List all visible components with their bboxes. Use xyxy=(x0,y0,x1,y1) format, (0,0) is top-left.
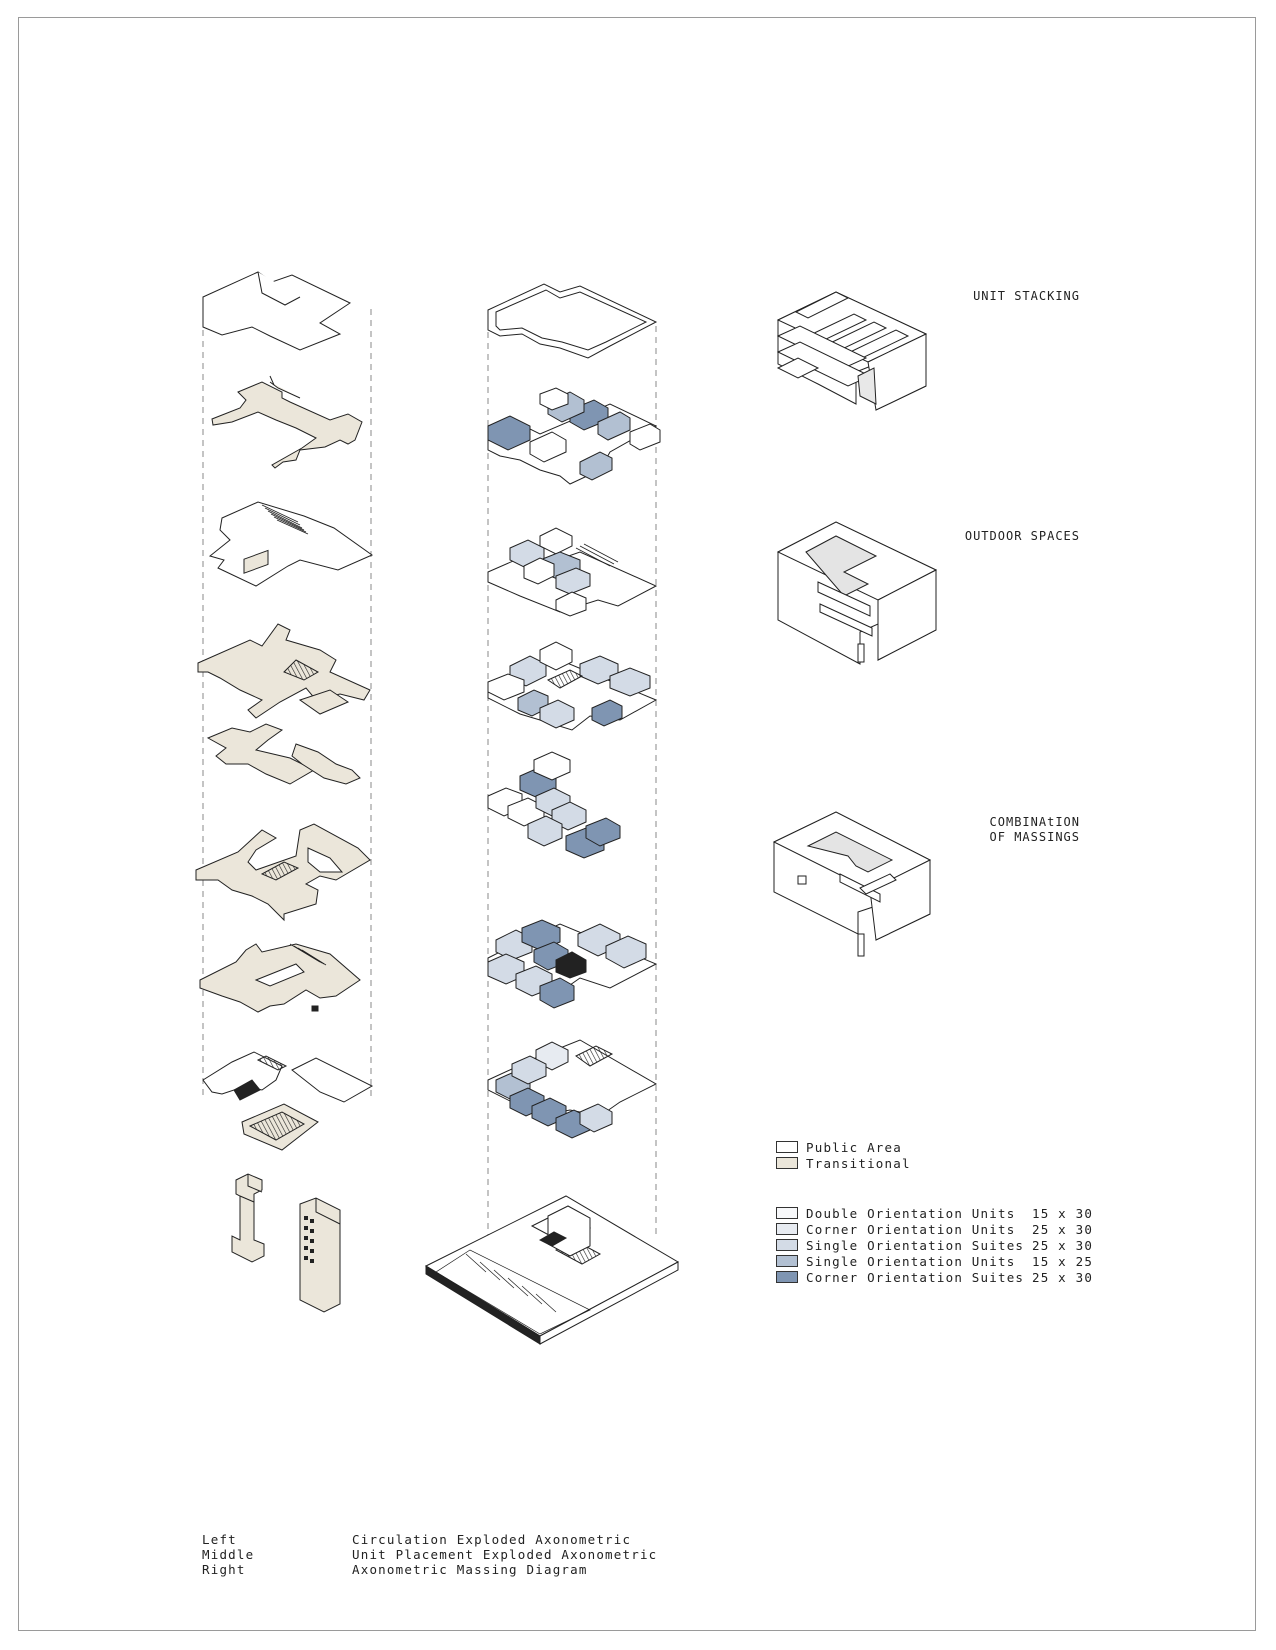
caption-key: Middle xyxy=(202,1547,255,1562)
legend-swatch xyxy=(776,1207,798,1219)
unit-placement-exploded-axonometric xyxy=(424,283,680,1345)
legend-label: Double Orientation Units xyxy=(806,1206,1016,1221)
legend-label: Public Area xyxy=(806,1140,902,1155)
legend-swatch xyxy=(776,1255,798,1267)
legend-item-double-orientation-units: Double Orientation Units 15 x 30 xyxy=(776,1206,1096,1222)
circulation-level-5 xyxy=(206,723,361,785)
legend-item-transitional: Transitional xyxy=(776,1156,1096,1172)
legend-label: Transitional xyxy=(806,1156,911,1171)
legend-item-corner-orientation-units: Corner Orientation Units 25 x 30 xyxy=(776,1222,1096,1238)
unit-level-3 xyxy=(487,1039,658,1139)
legend-label: Corner Orientation Suites xyxy=(806,1270,1025,1285)
caption-right: Right Axonometric Massing Diagram xyxy=(202,1562,702,1577)
circulation-exploded-axonometric xyxy=(195,271,374,1313)
legend-item-corner-orientation-suites: Corner Orientation Suites 25 x 30 xyxy=(776,1270,1096,1286)
axonometric-massing-diagrams xyxy=(772,291,938,957)
drawing-captions: Left Circulation Exploded Axonometric Mi… xyxy=(202,1532,702,1580)
legend-size: 25 x 30 xyxy=(1032,1222,1094,1237)
legend-item-public-area: Public Area xyxy=(776,1140,1096,1156)
circulation-level-3 xyxy=(199,943,361,1013)
caption-left: Left Circulation Exploded Axonometric xyxy=(202,1532,702,1547)
unit-level-8 xyxy=(487,387,661,485)
combination-massing xyxy=(772,811,932,957)
legend-label: Single Orientation Suites xyxy=(806,1238,1025,1253)
caption-key: Right xyxy=(202,1562,246,1577)
unit-level-7 xyxy=(487,527,658,617)
circulation-level-8 xyxy=(211,375,363,469)
legend-size: 25 x 30 xyxy=(1032,1270,1094,1285)
unit-level-6 xyxy=(487,641,658,731)
caption-key: Left xyxy=(202,1532,237,1547)
unit-stacking-massing xyxy=(776,291,928,411)
legend-swatch xyxy=(776,1141,798,1153)
legend-size: 15 x 30 xyxy=(1032,1206,1094,1221)
legend-swatch xyxy=(776,1239,798,1251)
legend-label: Single Orientation Units xyxy=(806,1254,1016,1269)
caption-value: Axonometric Massing Diagram xyxy=(352,1562,588,1577)
circulation-level-6 xyxy=(197,623,371,719)
site-plan xyxy=(424,1195,680,1345)
legend-size: 15 x 25 xyxy=(1032,1254,1094,1269)
elevator-core xyxy=(231,1173,265,1263)
legend-swatch xyxy=(776,1271,798,1283)
circulation-main-stair xyxy=(241,1103,319,1151)
outdoor-spaces-massing xyxy=(776,521,938,665)
unit-stacking-label: UNIT STACKING xyxy=(973,289,1080,303)
caption-middle: Middle Unit Placement Exploded Axonometr… xyxy=(202,1547,702,1562)
unit-legend: Double Orientation Units 15 x 30 Corner … xyxy=(776,1206,1116,1296)
legend-label: Corner Orientation Units xyxy=(806,1222,1016,1237)
combination-label-line1: COMBINAtION xyxy=(989,815,1080,829)
circulation-level-2 xyxy=(202,1051,374,1103)
caption-value: Unit Placement Exploded Axonometric xyxy=(352,1547,658,1562)
outdoor-spaces-label: OUTDOOR SPACES xyxy=(964,529,1080,543)
legend-size: 25 x 30 xyxy=(1032,1238,1094,1253)
combination-label-line2: OF MASSINGS xyxy=(989,830,1080,844)
sheet-border xyxy=(18,17,1256,1631)
circulation-roof-level xyxy=(202,271,352,351)
unit-level-5 xyxy=(487,751,621,859)
circulation-level-4 xyxy=(195,823,371,922)
legend-item-single-orientation-suites: Single Orientation Suites 25 x 30 xyxy=(776,1238,1096,1254)
area-legend: Public Area Transitional xyxy=(776,1140,1116,1180)
stair-core xyxy=(299,1197,341,1313)
circulation-level-7 xyxy=(208,501,374,587)
legend-swatch xyxy=(776,1157,798,1169)
legend-item-single-orientation-units: Single Orientation Units 15 x 25 xyxy=(776,1254,1096,1270)
caption-value: Circulation Exploded Axonometric xyxy=(352,1532,632,1547)
unit-roof-level xyxy=(487,283,658,359)
legend-swatch xyxy=(776,1223,798,1235)
unit-level-4 xyxy=(487,919,658,1009)
